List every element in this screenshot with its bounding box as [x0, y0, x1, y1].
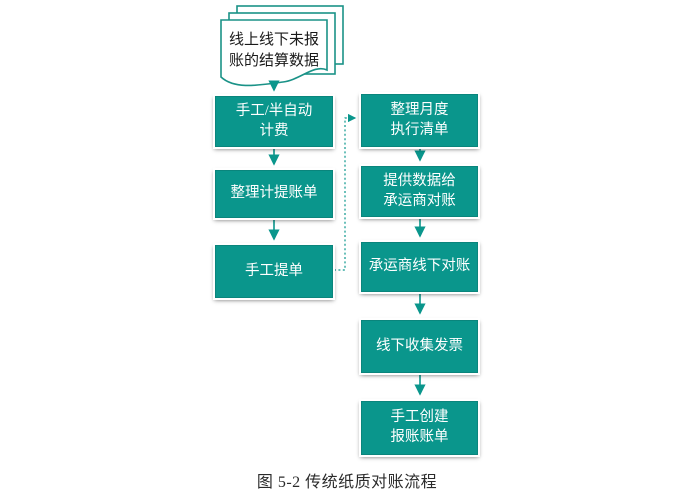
node-organize-accrual-bill: 整理计提账单 [215, 170, 333, 218]
node-manual-create-expense-bill: 手工创建 报账账单 [361, 401, 478, 455]
source-document-label: 线上线下未报 账的结算数据 [228, 32, 319, 69]
figure-caption: 图 5-2 传统纸质对账流程 [256, 474, 438, 491]
document-shape [220, 5, 344, 87]
dashed-arrow-order-to-monthly [334, 113, 357, 271]
node-organize-monthly-list: 整理月度 执行清单 [361, 94, 478, 147]
node-manual-semiauto-billing: 手工/半自动 计费 [215, 96, 333, 147]
document-page-front [220, 19, 328, 87]
node-carrier-offline-reconciliation: 承运商线下对账 [361, 242, 478, 292]
node-provide-data-to-carrier: 提供数据给 承运商对账 [361, 166, 478, 217]
node-offline-collect-invoices: 线下收集发票 [361, 320, 478, 373]
node-manual-order: 手工提单 [215, 245, 333, 298]
